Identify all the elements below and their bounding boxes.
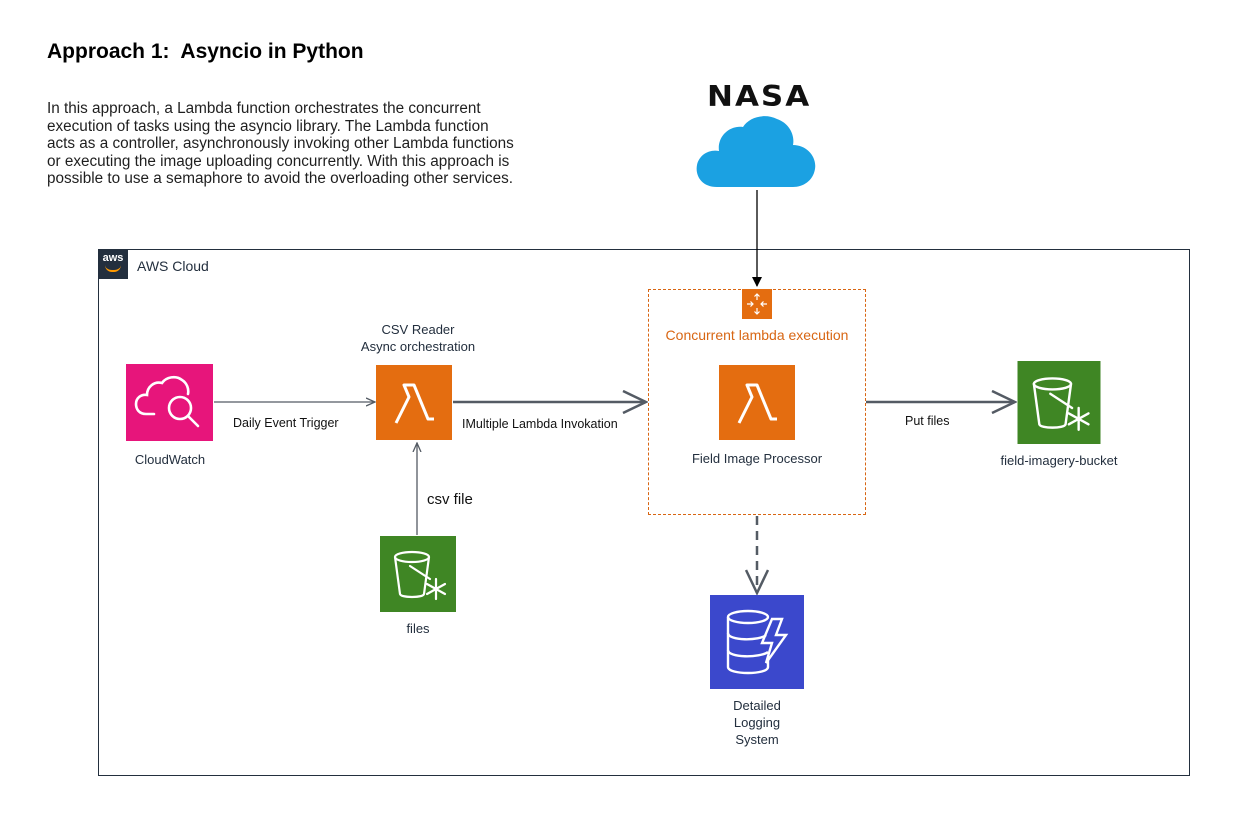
s3-bucket-icon[interactable] — [1017, 361, 1101, 444]
description-line: possible to use a semaphore to avoid the… — [47, 170, 513, 187]
aws-cloud-group — [98, 249, 1190, 776]
nasa-logo: NASA — [707, 80, 812, 114]
lambda-icon[interactable] — [719, 365, 795, 440]
lambda-icon[interactable] — [376, 365, 452, 440]
csv-reader-label-line2: Async orchestration — [360, 339, 476, 354]
description: In this approach, a Lambda function orch… — [47, 100, 547, 188]
description-line: or executing the image uploading concurr… — [47, 152, 510, 170]
cloudwatch-icon[interactable] — [126, 364, 213, 441]
cloudwatch-label: CloudWatch — [134, 452, 206, 467]
description-line: acts as a controller, asynchronously inv… — [47, 135, 514, 152]
edge-label-csv: csv file — [427, 491, 473, 508]
dynamodb-icon[interactable] — [710, 595, 804, 689]
files-label: files — [406, 621, 430, 636]
logging-label-line2: Logging — [733, 715, 781, 730]
concurrent-lambda-label: Concurrent lambda execution — [665, 327, 849, 343]
group-icon — [742, 289, 772, 319]
page-title: Approach 1: Asyncio in Python — [47, 40, 364, 63]
processor-label: Field Image Processor — [691, 451, 823, 466]
description-line: In this approach, a Lambda function orch… — [47, 100, 481, 117]
imagery-bucket-label: field-imagery-bucket — [1000, 453, 1118, 468]
aws-logo-icon: aws — [98, 249, 128, 279]
cloud-icon — [696, 116, 816, 187]
csv-reader-label-line1: CSV Reader — [381, 322, 455, 337]
logging-label-line3: System — [735, 732, 779, 747]
edge-label-trigger: Daily Event Trigger — [233, 416, 339, 430]
s3-bucket-icon[interactable] — [380, 536, 456, 612]
aws-cloud-label: AWS Cloud — [137, 258, 209, 274]
description-line: execution of tasks using the asyncio lib… — [47, 117, 489, 135]
edge-label-invoke: IMultiple Lambda Invokation — [462, 417, 618, 431]
logging-label-line1: Detailed — [733, 698, 781, 713]
edge-label-put: Put files — [905, 414, 950, 428]
